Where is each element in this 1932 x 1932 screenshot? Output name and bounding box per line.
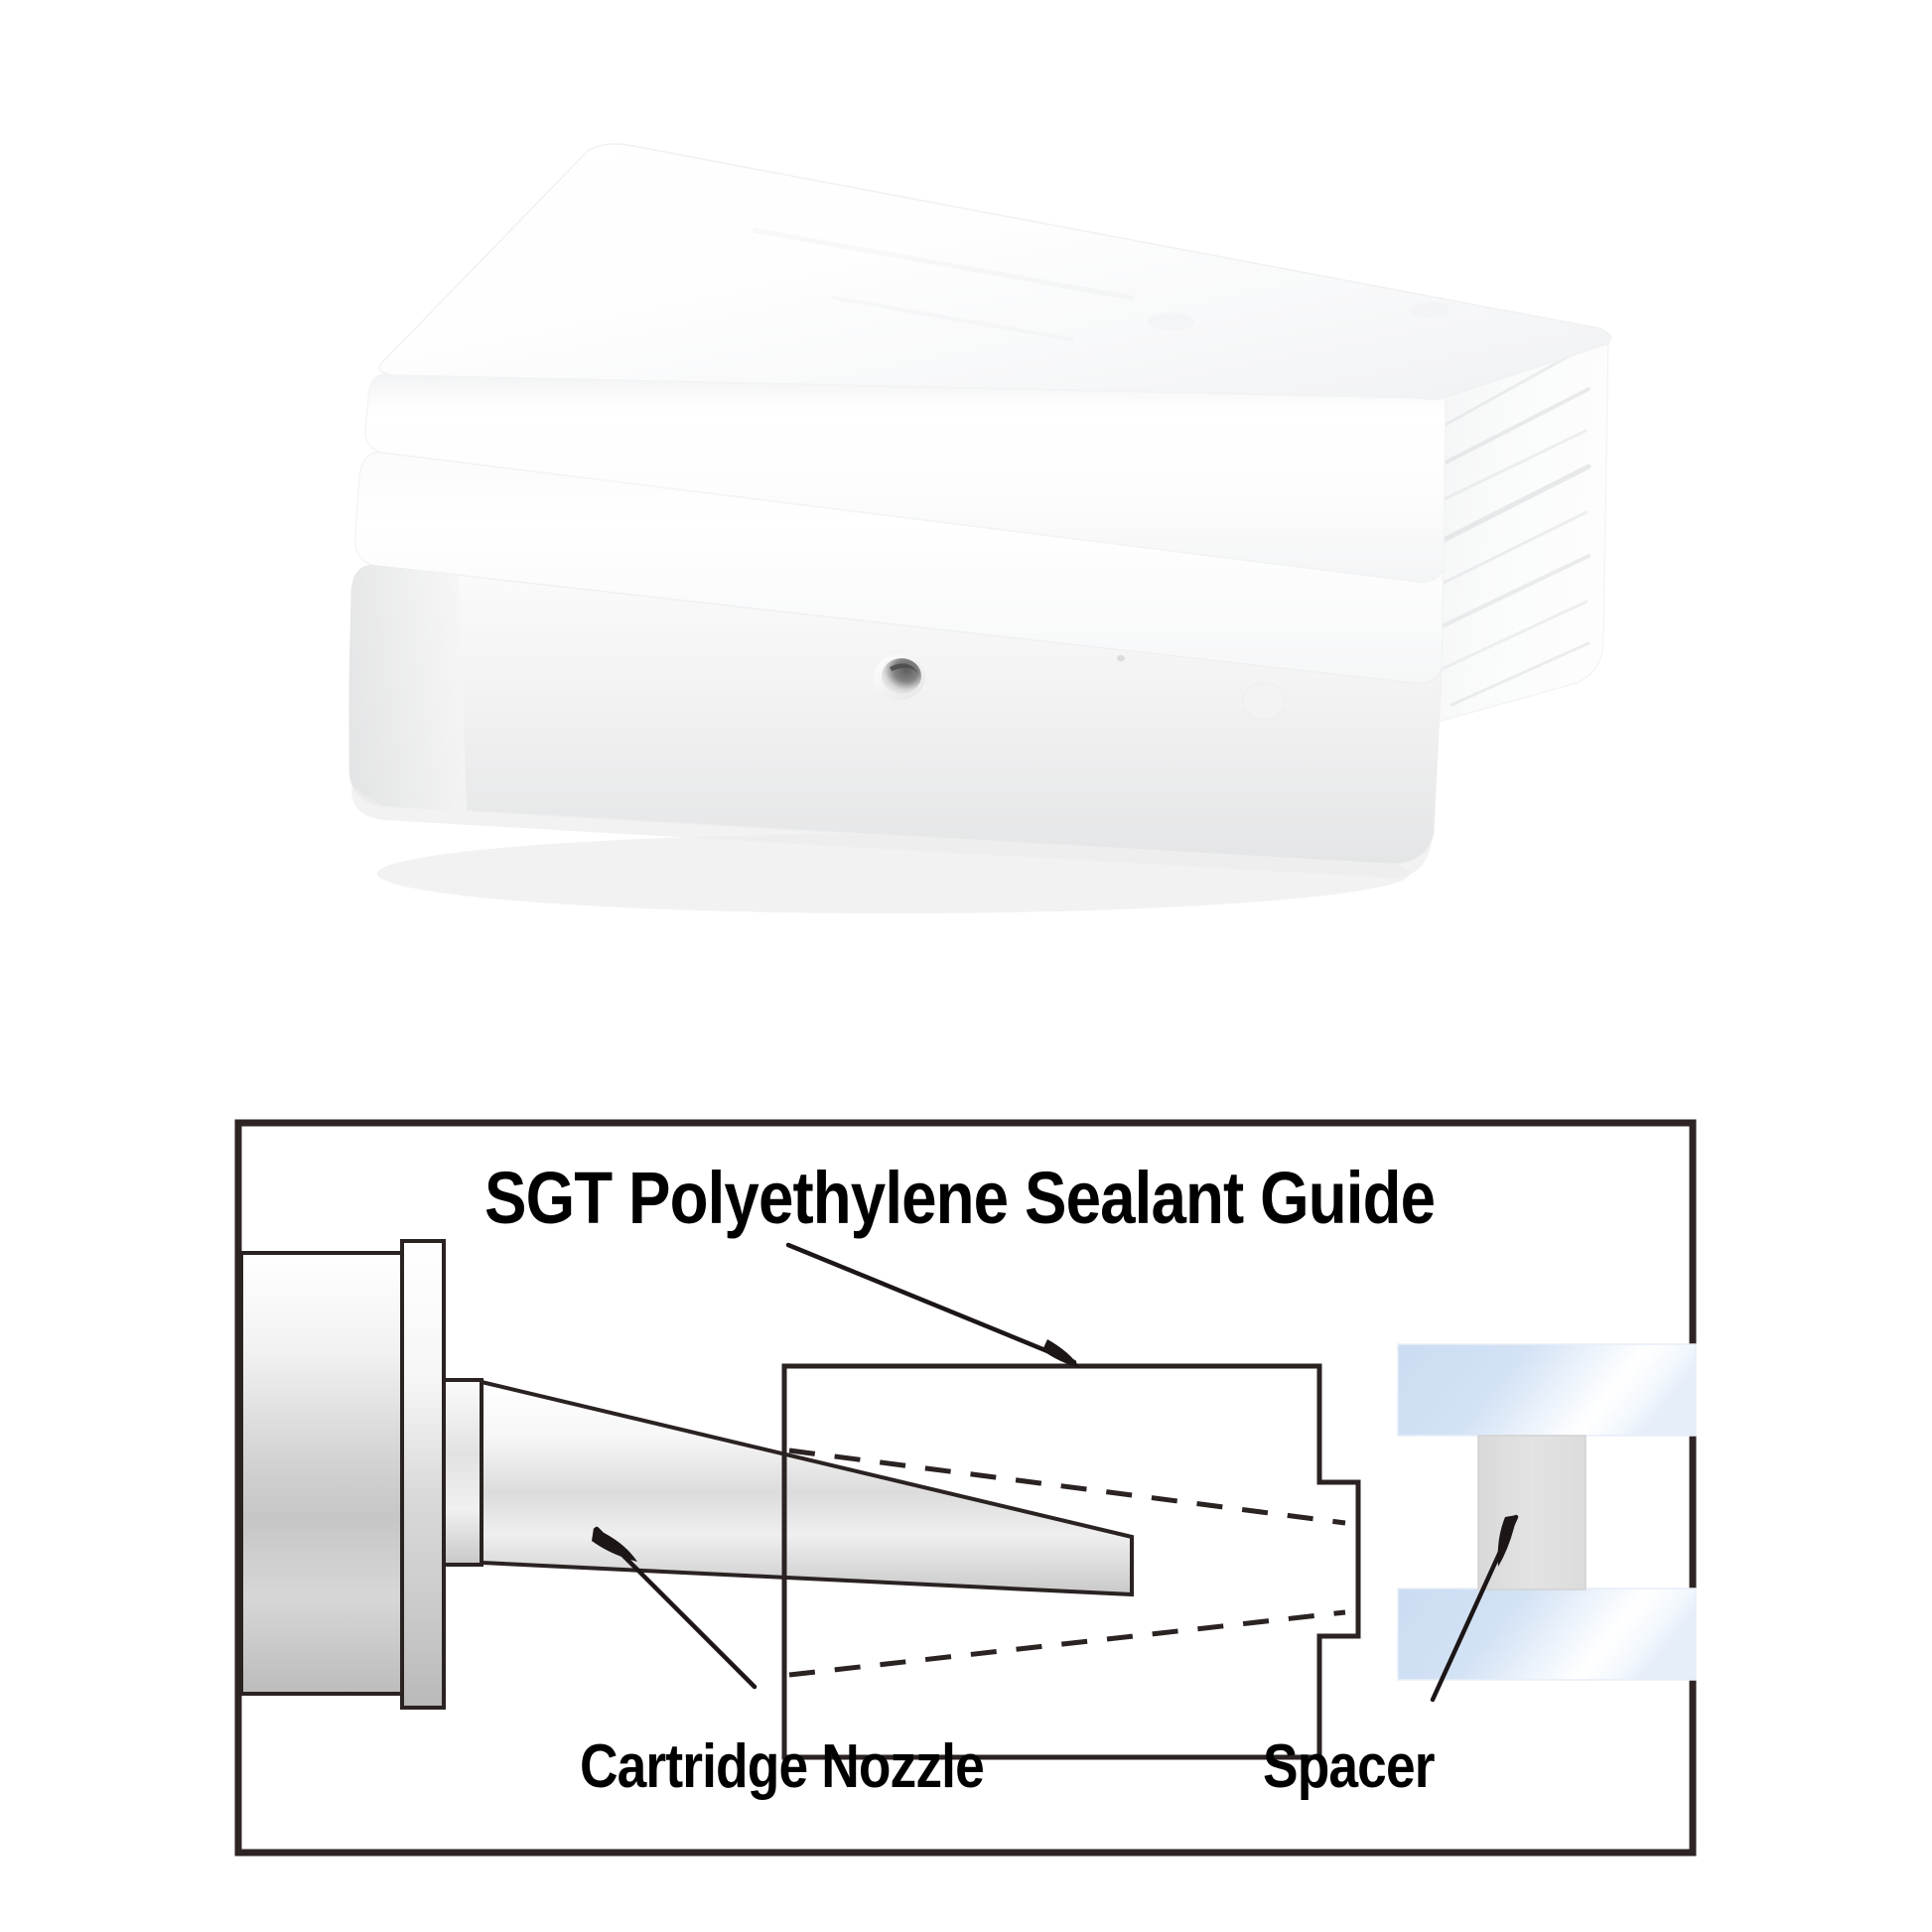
guide-internal-channel [788, 1448, 1346, 1678]
leader-line-guide [785, 1242, 1080, 1368]
cartridge-flange [400, 1239, 446, 1710]
product-edge-striations [1433, 345, 1591, 707]
glass-top-lite [1397, 1343, 1697, 1437]
leader-line-nozzle [592, 1526, 758, 1690]
label-spacer: Spacer [1263, 1732, 1435, 1801]
glass-spacer-detail [1397, 1343, 1697, 1681]
cartridge-body [239, 1251, 404, 1696]
front-face-pinhole [1117, 654, 1125, 662]
nozzle-neck [442, 1378, 483, 1567]
product-photo [348, 143, 1611, 913]
glass-bottom-lite [1397, 1587, 1697, 1681]
product-left-corner-shade [348, 565, 467, 811]
front-face-dimple [1242, 682, 1286, 720]
diagram-title: SGT Polyethylene Sealant Guide [484, 1158, 1435, 1240]
nozzle-cone [480, 1379, 1134, 1597]
nozzle-hole [874, 654, 925, 700]
leader-line-spacer [1430, 1514, 1519, 1703]
label-cartridge-nozzle: Cartridge Nozzle [580, 1732, 984, 1801]
guide-block [781, 1363, 1361, 1760]
technical-diagram: SGT Polyethylene Sealant Guide Cartridge… [0, 993, 1932, 1932]
product-bottom-edge [350, 786, 1434, 879]
product-top-marks [752, 227, 1449, 342]
